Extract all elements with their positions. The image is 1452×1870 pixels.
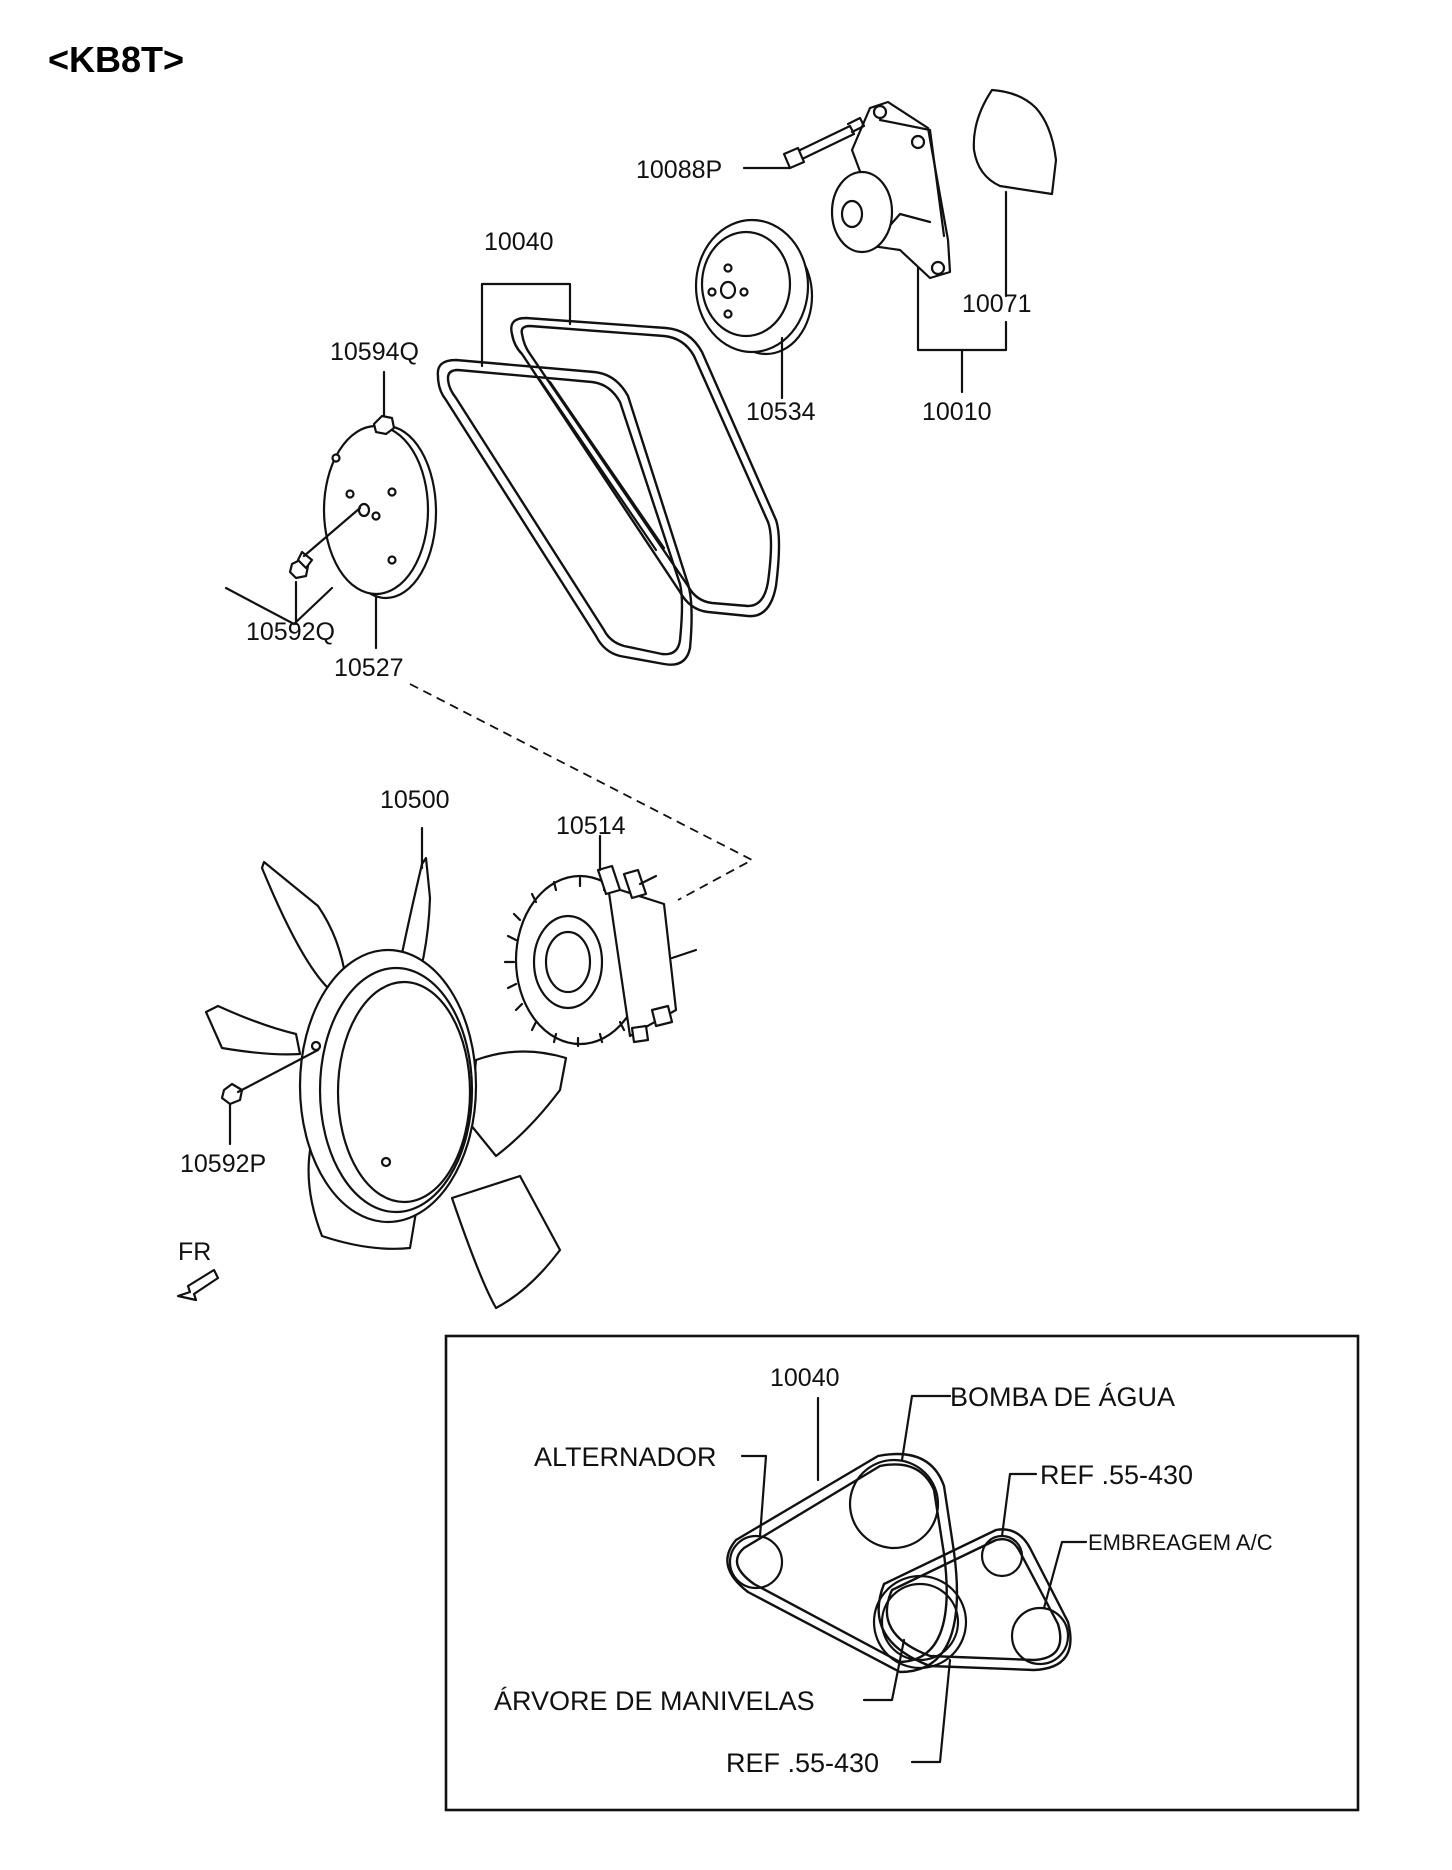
- legend-alternator-label: ALTERNADOR: [534, 1442, 717, 1472]
- legend-crankshaft-label: ÁRVORE DE MANIVELAS: [494, 1686, 815, 1716]
- legend-belt-label: 10040: [770, 1364, 840, 1392]
- cooling-fan-part: [204, 856, 568, 1310]
- leader-lines: [224, 166, 1008, 1146]
- front-label: FR: [178, 1238, 211, 1266]
- assembly-dashed-line: [409, 683, 754, 901]
- idler-pulley: [980, 1534, 1024, 1578]
- front-direction-indicator: FR: [176, 1238, 220, 1302]
- part-labels: 10088P 10040 10594Q 10534 10071 10010 10…: [180, 156, 1032, 1178]
- part-label-10500: 10500: [380, 786, 450, 814]
- fan-spacer-part: [322, 424, 438, 600]
- front-arrow-icon: [176, 1268, 220, 1302]
- belt-routing-legend: 10040 BOMBA DE ÁGUA ALTERNADOR REF .55-4…: [444, 1334, 1360, 1812]
- part-label-10514: 10514: [556, 812, 626, 840]
- legend-ref-bottom-label: REF .55-430: [726, 1748, 879, 1778]
- pulley-part: [694, 218, 814, 356]
- part-label-10592P: 10592P: [180, 1150, 266, 1178]
- part-label-10071: 10071: [962, 290, 1032, 318]
- part-label-10534: 10534: [746, 398, 816, 426]
- legend-frame: [444, 1334, 1360, 1812]
- water-pump-pulley: [848, 1458, 940, 1550]
- part-label-10088P: 10088P: [636, 156, 722, 184]
- bolt-p-part: [220, 1048, 320, 1106]
- legend-ref-top-label: REF .55-430: [1040, 1460, 1193, 1490]
- legend-ac-clutch-label: EMBREAGEM A/C: [1088, 1530, 1273, 1555]
- part-label-10010: 10010: [922, 398, 992, 426]
- v-belts: [436, 316, 781, 666]
- water-pump-assembly: [782, 100, 952, 280]
- legend-water-pump-label: BOMBA DE ÁGUA: [950, 1382, 1175, 1412]
- nut-part: [372, 414, 396, 436]
- part-label-10527: 10527: [334, 654, 404, 682]
- ac-clutch-pulley: [1010, 1606, 1070, 1666]
- fan-clutch-part: [503, 864, 698, 1048]
- part-label-10594Q: 10594Q: [330, 338, 419, 366]
- diagram-title: <KB8T>: [48, 39, 184, 80]
- part-label-10592Q: 10592Q: [246, 618, 335, 646]
- part-label-10040: 10040: [484, 228, 554, 256]
- bolt-q-part: [288, 506, 362, 580]
- gasket-part: [972, 88, 1058, 196]
